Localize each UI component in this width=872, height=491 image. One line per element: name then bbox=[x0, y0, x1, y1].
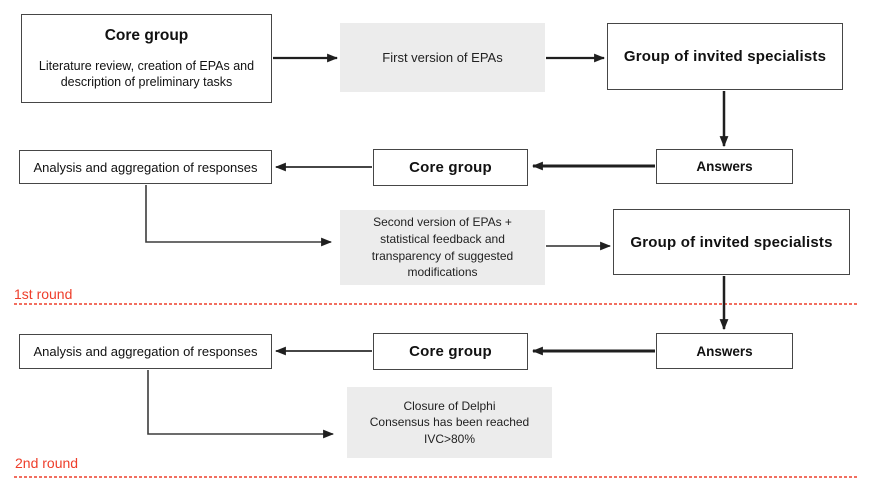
connector-analysis-to-second-version bbox=[145, 185, 333, 247]
first-version-label: First version of EPAs bbox=[382, 50, 503, 65]
core-group-main-title: Core group bbox=[104, 26, 189, 44]
specialists-box-round2: Group of invited specialists bbox=[613, 209, 850, 275]
core-group-main-body-line1: Literature review, creation of EPAs and bbox=[38, 58, 255, 73]
connector-analysis-to-closure bbox=[147, 370, 335, 439]
closure-line3: IVC>80% bbox=[423, 431, 476, 446]
specialists-round2-label: Group of invited specialists bbox=[630, 233, 833, 251]
analysis-round1-label: Analysis and aggregation of responses bbox=[33, 159, 258, 175]
core-group-box-round1: Core group bbox=[373, 149, 528, 186]
second-version-line4: modifications bbox=[407, 265, 478, 280]
closure-line1: Closure of Delphi bbox=[403, 398, 496, 413]
analysis-round2-label: Analysis and aggregation of responses bbox=[33, 344, 258, 359]
answers-box-round2: Answers bbox=[656, 333, 793, 369]
analysis-box-round1: Analysis and aggregation of responses bbox=[19, 150, 272, 184]
answers-round2-label: Answers bbox=[696, 343, 753, 359]
answers-round1-label: Answers bbox=[696, 159, 753, 174]
second-version-line2: statistical feedback and bbox=[380, 231, 505, 246]
answers-box-round1: Answers bbox=[656, 149, 793, 184]
first-version-box: First version of EPAs bbox=[340, 23, 545, 92]
core-group-box-round2: Core group bbox=[373, 333, 528, 370]
core-group-main-body-line2: description of preliminary tasks bbox=[60, 75, 233, 89]
specialists-round1-label: Group of invited specialists bbox=[623, 48, 827, 65]
round1-divider-label: 1st round bbox=[14, 286, 73, 302]
analysis-box-round2: Analysis and aggregation of responses bbox=[19, 334, 272, 369]
closure-box: Closure of Delphi Consensus has been rea… bbox=[347, 387, 552, 458]
round2-divider-label: 2nd round bbox=[15, 455, 79, 471]
core-group-round1-label: Core group bbox=[409, 159, 492, 176]
second-version-line3: transparency of suggested bbox=[371, 248, 514, 263]
core-group-main-box: Core group Literature review, creation o… bbox=[21, 14, 272, 103]
second-version-line1: Second version of EPAs + bbox=[373, 215, 512, 230]
closure-line2: Consensus has been reached bbox=[369, 415, 530, 430]
second-version-box: Second version of EPAs + statistical fee… bbox=[340, 210, 545, 285]
specialists-box-round1: Group of invited specialists bbox=[607, 23, 843, 90]
core-group-round2-label: Core group bbox=[409, 343, 492, 360]
